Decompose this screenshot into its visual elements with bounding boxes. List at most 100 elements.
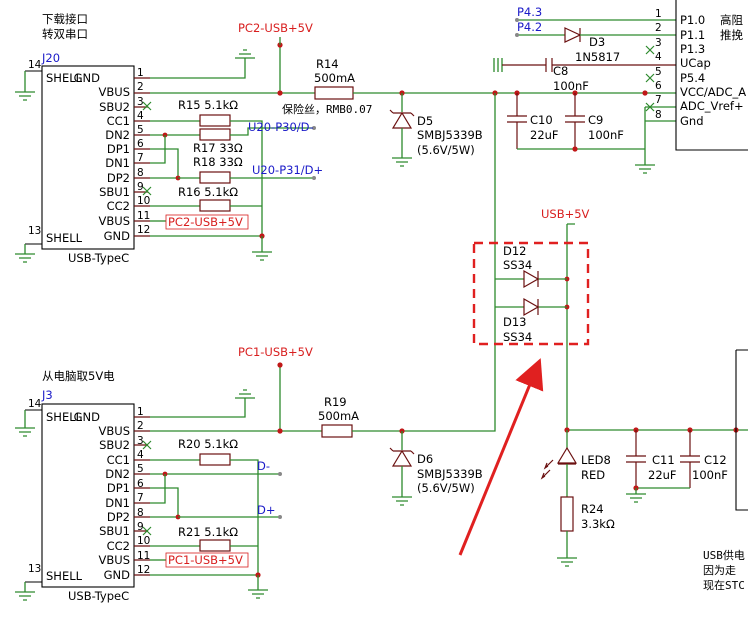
j20-pin13: 13 <box>28 225 41 237</box>
d13-diode <box>523 297 540 317</box>
j3-pin-name: GND <box>74 410 101 424</box>
j3-pin-name: VBUS <box>99 424 130 438</box>
j20-pin-number: 3 <box>137 96 144 108</box>
mcu-pin-number: 5 <box>655 66 662 78</box>
j20-pin-name: CC1 <box>107 114 130 128</box>
j20-pin-number: 11 <box>137 210 150 222</box>
d3-part: 1N5817 <box>575 50 620 64</box>
d13-part: SS34 <box>503 330 532 344</box>
j20-pin-name: DP1 <box>107 142 130 156</box>
c11-cap <box>626 430 646 488</box>
c8-val: 100nF <box>553 79 589 93</box>
j20-pin-number: 6 <box>137 138 144 150</box>
j3-pin-name: CC2 <box>107 539 130 553</box>
j20-net-dm: U20-P30/D- <box>248 120 314 134</box>
j20-fuse-r14 <box>314 86 354 100</box>
j3-tvs-val: (5.6V/5W) <box>417 481 475 495</box>
j20-pin-name: GND <box>74 71 101 85</box>
j3-pin-name: DP2 <box>107 510 130 524</box>
j3-pin-name: CC1 <box>107 453 130 467</box>
r24-ref: R24 <box>581 502 604 516</box>
j3-ref: J3 <box>41 388 53 402</box>
j3-pin-name: SBU2 <box>99 438 130 452</box>
j20-fuse-val: 500mA <box>314 71 355 85</box>
j3-pin-numbers: 1 2 3 4 5 6 7 8 9 10 11 12 <box>137 406 150 576</box>
net-p43: P4.3 <box>517 5 542 19</box>
j20-tvs-val: (5.6V/5W) <box>417 143 475 157</box>
j20-pin-number: 10 <box>137 195 150 207</box>
j3-pin-name: DN1 <box>105 496 130 510</box>
j20-pin-names: GND VBUS SBU2 CC1 DN2 DP1 DN1 DP2 SBU1 C… <box>74 71 131 243</box>
mcu-pin-number: 3 <box>655 37 662 49</box>
j20-pin-name: GND <box>104 229 131 243</box>
j20-r15 <box>199 114 231 127</box>
j3-pin14: 14 <box>28 398 42 410</box>
j3-net-top: PC1-USB+5V <box>238 345 313 359</box>
mcu-pin-number: 1 <box>655 8 662 20</box>
j3-block: 从电脑取5V电 J3 14 13 SHELL SHELL GND VBUS SB… <box>15 345 496 603</box>
d12-diode <box>523 269 540 289</box>
led8-ref: LED8 <box>581 453 611 467</box>
j20-pin-name: SBU2 <box>99 100 130 114</box>
mcu-pin-numbers: 1 2 3 4 5 6 7 8 <box>655 8 662 121</box>
oring-net: USB+5V <box>541 207 590 221</box>
j3-tvs-part: SMBJ5339B <box>417 467 483 481</box>
j3-pin-names: GND VBUS SBU2 CC1 DN2 DP1 DN1 DP2 SBU1 C… <box>74 410 131 582</box>
j3-pin-number: 5 <box>137 463 144 475</box>
j3-pin-number: 2 <box>137 420 144 432</box>
mcu-pin-name: P1.1 <box>680 28 705 42</box>
power-note2: 因为走 <box>703 564 736 577</box>
mcu-pin-names: P1.0 P1.1 P1.3 UCap P5.4 VCC/ADC_A ADC_V… <box>680 13 746 128</box>
d3-diode <box>564 27 582 43</box>
j20-shell-top: SHELL <box>46 71 83 85</box>
d3-ref: D3 <box>589 35 605 49</box>
c11-ref: C11 <box>652 453 675 467</box>
mcu-side-note1: 高阻 <box>720 13 743 27</box>
d12-part: SS34 <box>503 258 532 272</box>
j20-fuse-ref: R14 <box>316 57 339 71</box>
j20-pin-name: VBUS <box>99 85 130 99</box>
j20-r16 <box>199 199 231 212</box>
j20-pin-number: 8 <box>137 167 144 179</box>
j20-fuse-note: 保险丝，RMB0.07 <box>282 102 372 116</box>
j3-note-line1: 从电脑取5V电 <box>42 369 115 383</box>
j3-shell-bottom: SHELL <box>46 569 83 583</box>
j20-pin-number: 2 <box>137 81 144 93</box>
j20-r18 <box>199 171 231 184</box>
mcu-pin-number: 4 <box>655 51 662 63</box>
mcu-block: P4.3 P4.2 D3 1N5817 C8 100nF C10 22uF C9… <box>492 0 748 174</box>
j20-shell-bottom: SHELL <box>46 231 83 245</box>
j20-note-line2: 转双串口 <box>42 27 88 41</box>
j20-pin-number: 9 <box>137 181 144 193</box>
c11-val: 22uF <box>648 468 677 482</box>
net-p42: P4.2 <box>517 20 542 34</box>
mcu-pin-name: ADC_Vref+ <box>680 99 744 113</box>
j3-pin-name: DN2 <box>105 467 130 481</box>
j3-pin-name: GND <box>104 568 131 582</box>
j20-ref: J20 <box>41 51 60 65</box>
j3-r21 <box>199 539 231 552</box>
j20-tvs-part: SMBJ5339B <box>417 128 483 142</box>
j3-fuse-r19 <box>321 424 353 438</box>
j3-pin-number: 11 <box>137 550 150 562</box>
c10-ref: C10 <box>530 113 553 127</box>
j20-net-top: PC2-USB+5V <box>238 21 313 35</box>
j3-r20-label: R20 5.1kΩ <box>178 437 238 451</box>
j3-pin-number: 3 <box>137 435 144 447</box>
mcu-pin-name: Gnd <box>680 114 704 128</box>
c9-cap <box>565 93 585 149</box>
j20-pin-numbers: 1 2 3 4 5 6 7 8 9 10 11 12 <box>137 67 150 236</box>
mcu-pin-number: 7 <box>655 94 662 106</box>
j20-r16-label: R16 5.1kΩ <box>178 185 238 199</box>
j3-r21-label: R21 5.1kΩ <box>178 525 238 539</box>
mcu-pin-number: 6 <box>655 80 662 92</box>
j20-r15-label: R15 5.1kΩ <box>178 98 238 112</box>
j3-net-dp: D+ <box>257 503 276 517</box>
j3-pin13: 13 <box>28 563 41 575</box>
j20-connector-body <box>41 65 135 250</box>
j20-pin14: 14 <box>28 59 42 71</box>
j20-tvs-ref: D5 <box>417 114 433 128</box>
mcu-pin-name: VCC/ADC_A <box>680 85 746 99</box>
highlight-arrow <box>458 358 544 556</box>
